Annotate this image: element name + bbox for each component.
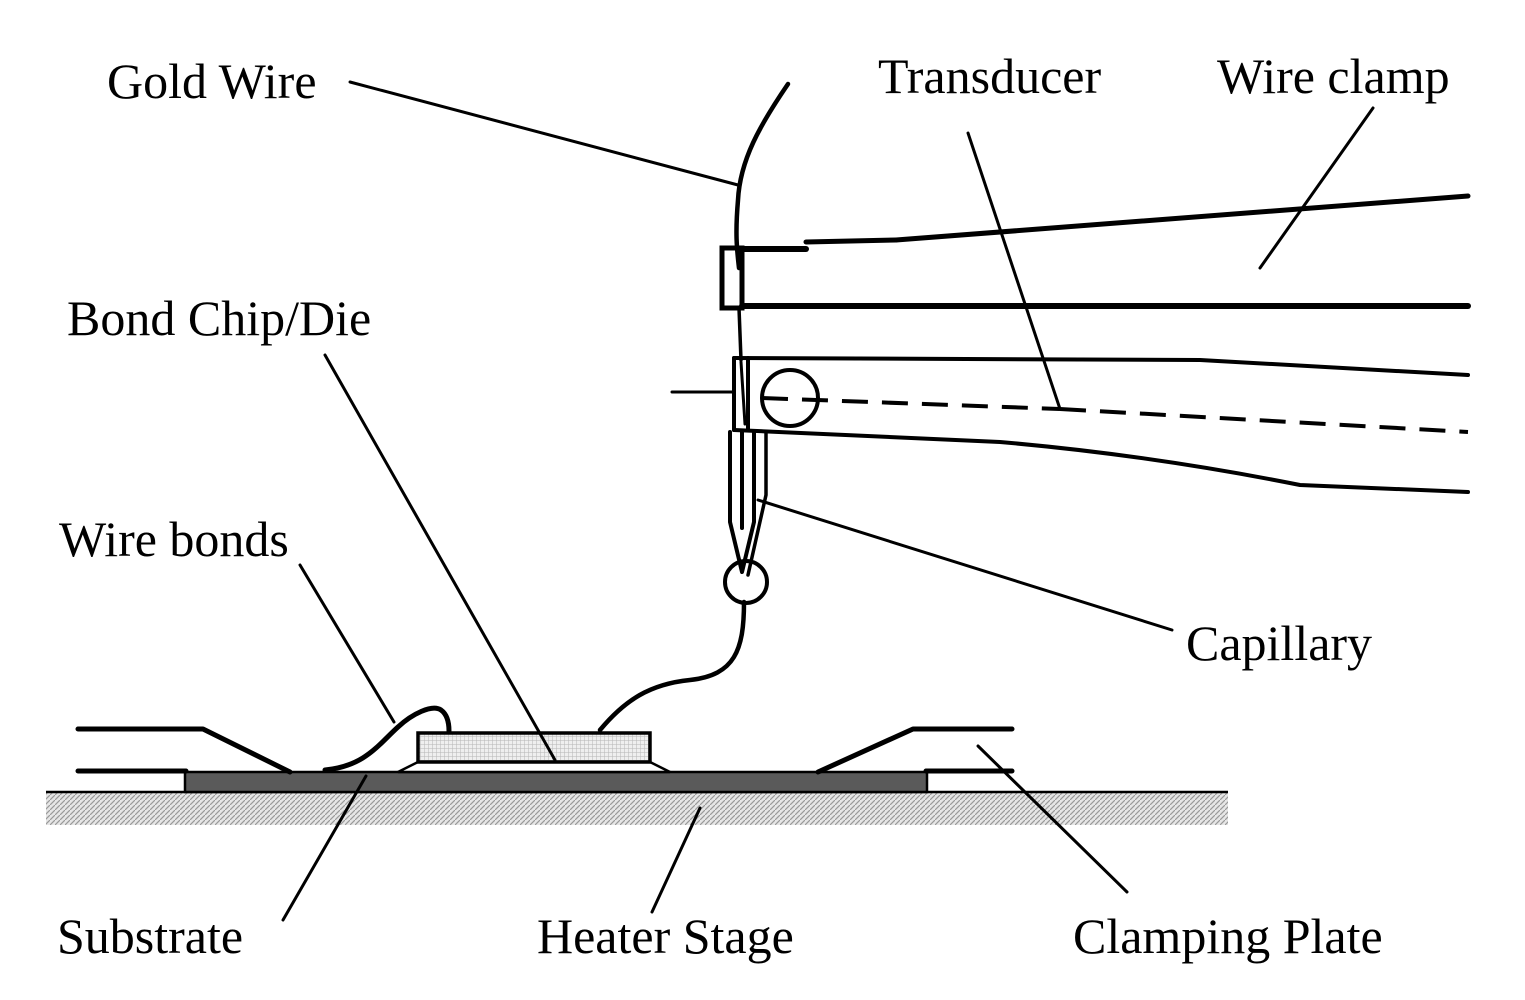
- label-bond-chip-die: Bond Chip/Die: [67, 290, 371, 346]
- leader-lines: [281, 80, 1375, 922]
- leader-bond-chip: [323, 353, 557, 762]
- label-wire-bonds: Wire bonds: [59, 511, 289, 567]
- clamping-plate-left: [75, 726, 293, 775]
- label-wire-clamp: Wire clamp: [1217, 48, 1450, 104]
- gold-wire: [597, 81, 791, 733]
- bond-chip-die: [397, 731, 671, 774]
- label-substrate: Substrate: [57, 908, 243, 964]
- label-clamping-plate: Clamping Plate: [1073, 908, 1383, 964]
- leader-clamping-plate: [976, 744, 1129, 894]
- leader-capillary: [756, 498, 1174, 632]
- wire-bond: [322, 705, 452, 773]
- label-transducer: Transducer: [878, 48, 1101, 104]
- label-heater-stage: Heater Stage: [537, 908, 794, 964]
- leader-substrate: [281, 774, 368, 922]
- labels: Gold Wire Transducer Wire clamp Bond Chi…: [57, 48, 1450, 964]
- leader-transducer: [966, 131, 1062, 411]
- clamping-plate-right: [815, 726, 1015, 775]
- capillary: [723, 430, 769, 605]
- label-capillary: Capillary: [1186, 615, 1372, 671]
- leader-wire-bonds: [298, 563, 396, 724]
- transducer: [670, 356, 1470, 494]
- wire-clamp: [719, 193, 1471, 311]
- substrate: [183, 770, 929, 794]
- label-gold-wire: Gold Wire: [107, 53, 317, 109]
- leader-heater-stage: [650, 806, 702, 914]
- leader-wire-clamp: [1258, 106, 1375, 270]
- heater-stage: [46, 790, 1228, 825]
- leader-gold-wire: [348, 80, 740, 187]
